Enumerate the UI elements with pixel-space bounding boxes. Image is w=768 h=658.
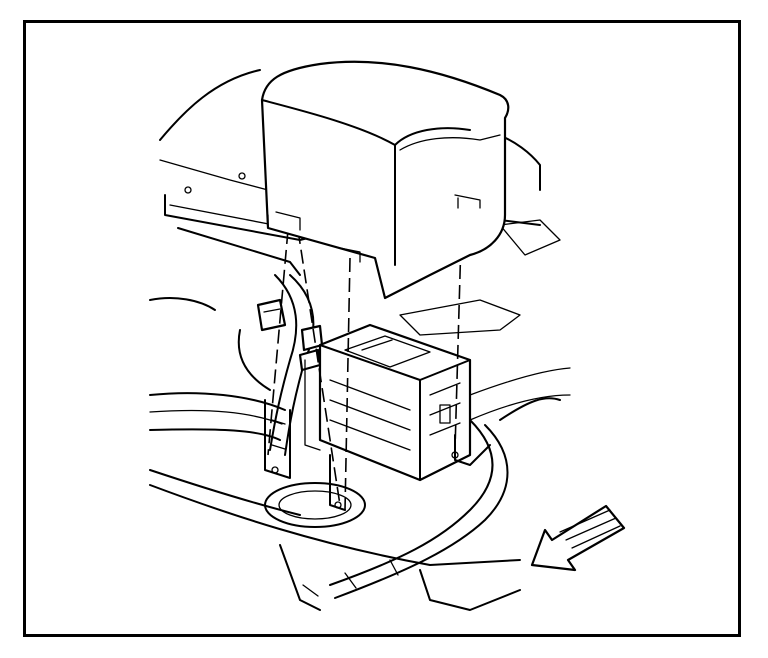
fastener <box>184 172 459 509</box>
floor-panel <box>149 69 571 611</box>
wheel-well-opening <box>264 482 366 528</box>
front-direction-arrow-icon <box>530 504 626 572</box>
module <box>304 323 472 482</box>
cover <box>260 60 510 300</box>
